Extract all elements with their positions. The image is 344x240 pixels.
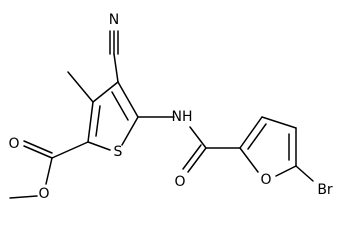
bond-f3-f4 [261, 116, 297, 129]
bond-amide-c-o-double-1 [187, 147, 207, 173]
atom-labels: N NH S O O O O Br [8, 12, 332, 202]
bond-ester-c-o [45, 157, 53, 185]
ester-ether-oxygen-label: O [38, 186, 49, 202]
bond-o-methyl [9, 195, 38, 199]
bond-f5-o [275, 165, 297, 177]
bond-ester-c-o-double-2 [23, 140, 53, 154]
amide-oxygen-label: O [174, 174, 185, 190]
bond-amide-c-o-double-2 [182, 144, 202, 170]
bond-c3-c4 [92, 81, 119, 103]
nitrile-nitrogen-label: N [109, 12, 119, 28]
bond-f2-f3-double [247, 123, 267, 150]
bond-f2-f3 [239, 116, 263, 149]
bond-nh-c [189, 126, 207, 149]
bromine-label: Br [317, 182, 333, 198]
amide-nitrogen-label: NH [172, 109, 193, 125]
bond-c2-ester-c [51, 141, 89, 159]
bond-c2-c3-double [95, 105, 101, 137]
bond-c3-methyl [67, 71, 94, 103]
ester-carbonyl-oxygen-label: O [8, 136, 19, 152]
bond-ester-c-o-double-1 [23, 145, 53, 159]
molecule-canvas: N NH S O O O O Br [8, 12, 332, 202]
bond-c2-c3 [87, 101, 94, 143]
furan-oxygen-label: O [260, 172, 271, 188]
bond-c5-s [121, 116, 139, 146]
bonds [9, 30, 314, 199]
structure-diagram: N NH S O O O O Br [8, 12, 332, 202]
thiophene-sulfur-label: S [114, 144, 123, 160]
bond-s-c2 [87, 141, 111, 151]
bond-c4-c5 [117, 81, 139, 118]
bond-o-f2 [239, 147, 259, 173]
bond-c4-cn [113, 53, 119, 83]
bond-f5-br [295, 165, 314, 182]
bond-c4-c5-double [111, 91, 129, 121]
